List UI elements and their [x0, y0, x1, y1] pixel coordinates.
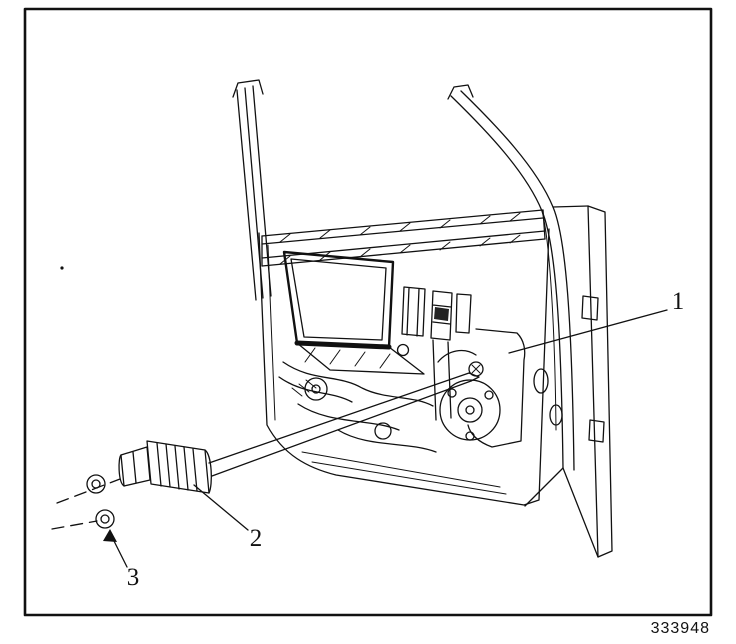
callout-3-label: 3 — [127, 564, 140, 591]
door-rear-edge — [524, 205, 613, 558]
callout-3: 3 — [103, 529, 139, 591]
callout-1: 1 — [508, 288, 685, 354]
door-beams — [261, 209, 546, 267]
centerline-upper — [56, 478, 121, 504]
figure-border — [23, 7, 713, 617]
callout-2-leader — [193, 484, 249, 531]
nut-lower — [95, 509, 115, 529]
figure-number: 333948 — [651, 620, 710, 637]
print-mark — [60, 266, 64, 270]
bolt-assembly — [51, 372, 480, 530]
nut-upper — [86, 474, 106, 494]
door-inner-panel — [258, 228, 550, 506]
callout-3-arrowhead — [103, 529, 117, 542]
door-latch-mechanism — [437, 328, 563, 448]
access-opening — [282, 250, 395, 349]
callout-1-label: 1 — [672, 288, 685, 315]
door-window-frame — [232, 79, 575, 471]
callout-3-leader — [111, 536, 128, 568]
callout-2-label: 2 — [250, 525, 263, 552]
centerline-lower — [51, 520, 98, 530]
callout-1-leader — [508, 309, 668, 354]
hatched-block — [434, 307, 449, 321]
callout-2: 2 — [193, 484, 263, 552]
